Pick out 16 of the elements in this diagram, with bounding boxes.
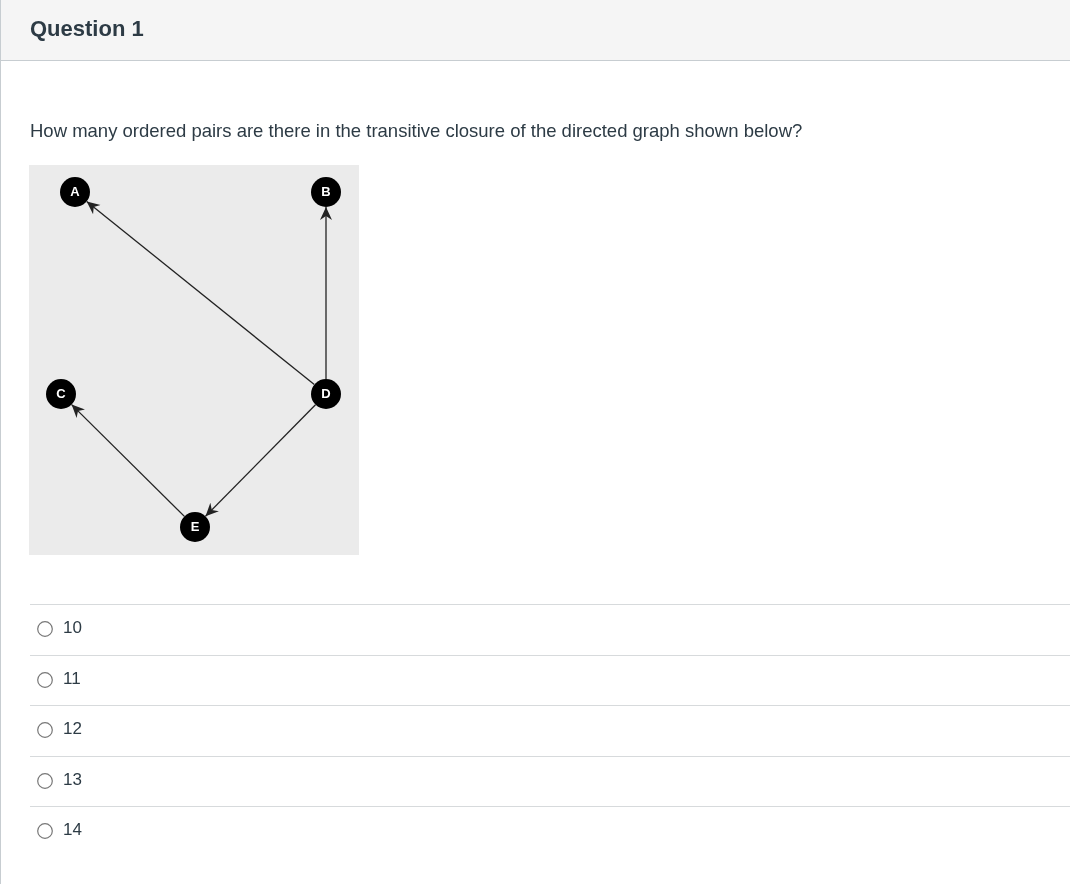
option-text: 12 (63, 719, 82, 739)
arrow (86, 200, 315, 386)
question-title: Question 1 (30, 16, 144, 42)
option-text: 10 (63, 618, 82, 638)
arrow (320, 206, 332, 380)
arrow (204, 404, 317, 517)
question-text: How many ordered pairs are there in the transitive closure of the directed graph shown below? (30, 120, 803, 142)
graph-node: D (311, 379, 341, 409)
graph-node: C (46, 379, 76, 409)
option-text: 13 (63, 770, 82, 790)
graph-node: B (311, 177, 341, 207)
arrow (70, 403, 186, 518)
graph-node: A (60, 177, 90, 207)
option-text: 11 (63, 669, 81, 689)
option-text: 14 (63, 820, 82, 840)
graph-node: E (180, 512, 210, 542)
